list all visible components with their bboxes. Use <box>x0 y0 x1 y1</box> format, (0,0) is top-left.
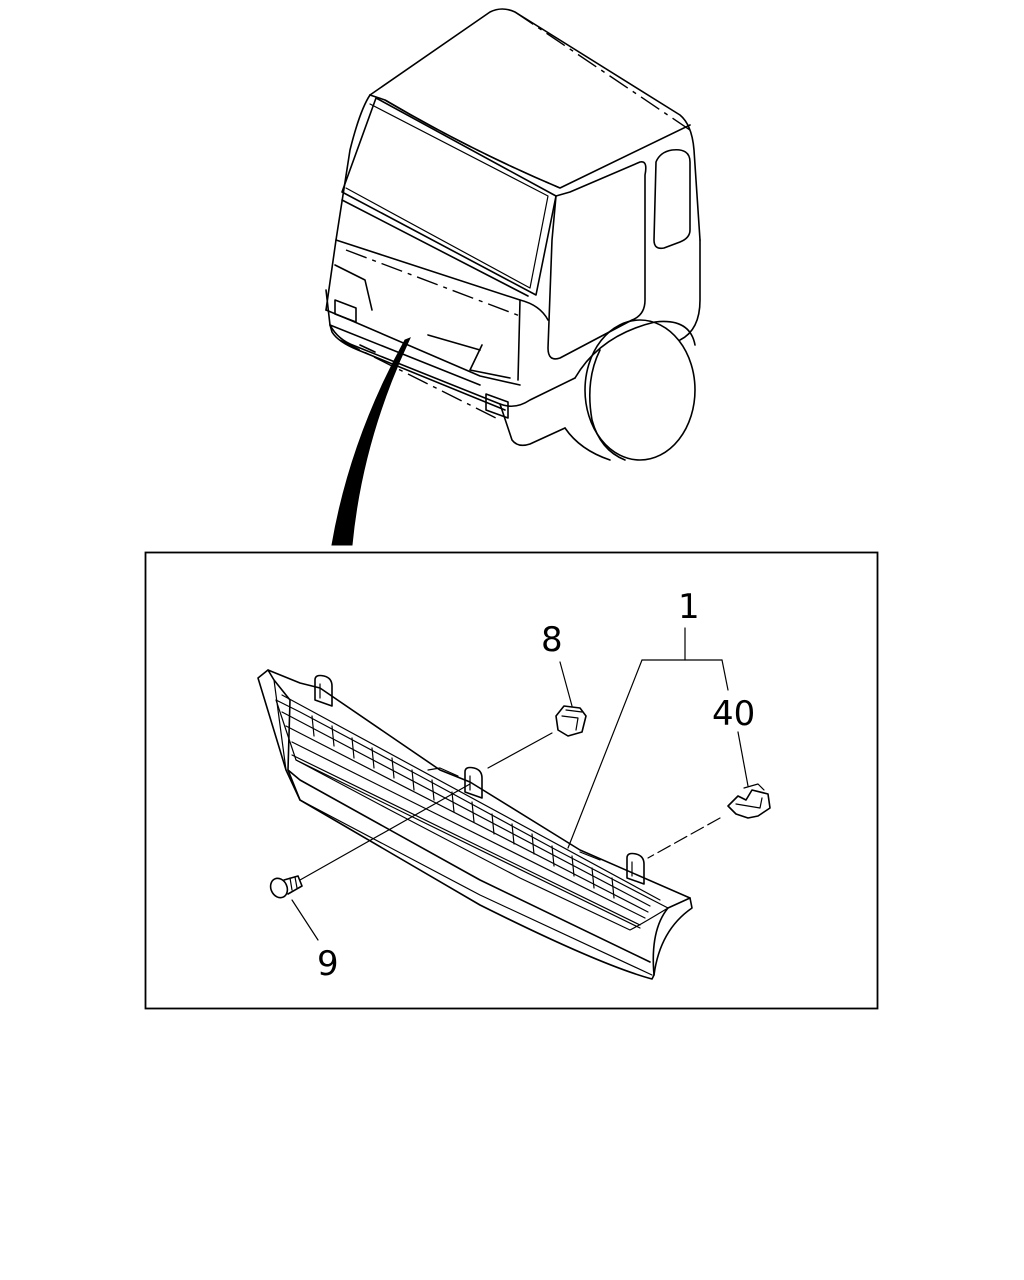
bracket-clip-part <box>727 783 771 819</box>
leader-lines <box>291 627 749 941</box>
screw-part <box>269 875 303 899</box>
clip-nut-part <box>555 705 587 737</box>
callout-part-1: 1 <box>678 587 700 627</box>
callout-part-40: 40 <box>712 694 755 734</box>
detail-frame <box>144 551 879 1010</box>
front-grille <box>257 669 693 980</box>
detail-pointer-arrow <box>331 337 411 546</box>
callout-part-8: 8 <box>541 620 563 660</box>
callout-part-9: 9 <box>317 944 339 984</box>
truck-cab-illustration <box>325 8 701 461</box>
